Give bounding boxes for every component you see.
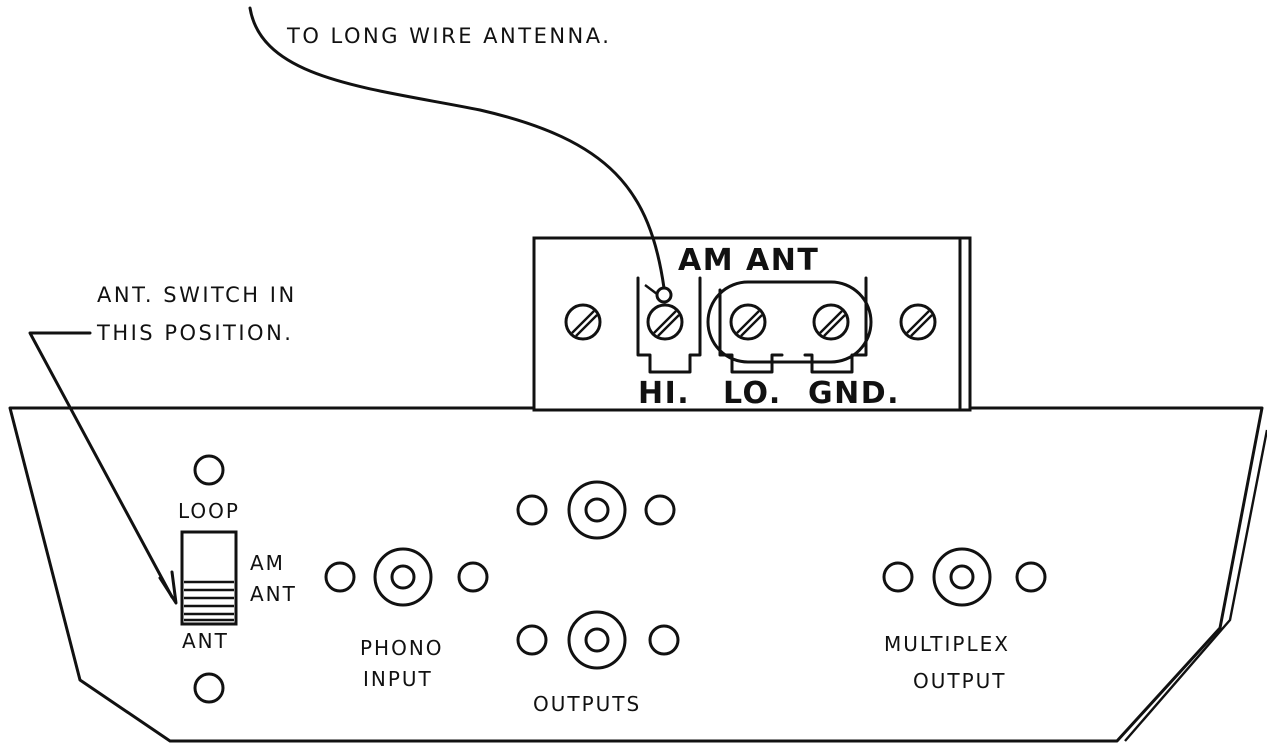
mounting-screw-right xyxy=(899,303,937,341)
multiplex-screw-right xyxy=(1015,561,1047,593)
antenna-lead-wire xyxy=(248,6,666,290)
switch-label-loop: LOOP xyxy=(178,499,240,523)
antenna-selector-switch[interactable] xyxy=(180,530,238,626)
switch-callout-arrowhead xyxy=(158,570,178,605)
switch-instruction-line2: THIS POSITION. xyxy=(96,321,293,345)
switch-screw-top xyxy=(193,454,225,486)
phono-label-line1: PHONO xyxy=(360,636,444,660)
terminal-lug-hi xyxy=(636,276,702,374)
multiplex-screw-left xyxy=(882,561,914,593)
jumper-link xyxy=(706,280,873,364)
terminal-lug-lo xyxy=(718,288,784,374)
switch-screw-bottom xyxy=(193,672,225,704)
switch-callout-leader xyxy=(28,331,174,599)
switch-instruction-line1: ANT. SWITCH IN xyxy=(97,283,297,307)
mounting-screw-left xyxy=(564,303,602,341)
chassis-panel xyxy=(8,406,1264,743)
antenna-wire-label: TO LONG WIRE ANTENNA. xyxy=(286,24,611,48)
switch-label-ant-right: ANT xyxy=(250,582,297,606)
terminal-strip-title: AM ANT xyxy=(678,243,819,278)
multiplex-output-jack[interactable] xyxy=(932,547,992,607)
multiplex-label-line2: OUTPUT xyxy=(913,669,1007,693)
output-lower-screw-left xyxy=(516,624,548,656)
terminal-lug-gnd xyxy=(803,276,868,374)
output-jack-upper[interactable] xyxy=(567,480,627,540)
output-upper-screw-right xyxy=(644,494,676,526)
terminal-label-gnd: GND. xyxy=(808,376,900,411)
phono-screw-right xyxy=(457,561,489,593)
output-lower-screw-right xyxy=(648,624,680,656)
terminal-label-lo: LO. xyxy=(723,376,782,411)
multiplex-label-line1: MULTIPLEX xyxy=(884,632,1010,656)
output-upper-screw-left xyxy=(516,494,548,526)
phono-screw-left xyxy=(324,561,356,593)
chassis-side-edge xyxy=(1124,429,1267,742)
phono-label-line2: INPUT xyxy=(363,667,433,691)
switch-slider-position xyxy=(184,580,234,622)
phono-input-jack[interactable] xyxy=(373,547,433,607)
terminal-label-hi: HI. xyxy=(638,376,690,411)
switch-label-am: AM xyxy=(250,551,285,575)
switch-label-ant-bottom: ANT xyxy=(182,629,229,653)
output-jack-lower[interactable] xyxy=(567,610,627,670)
outputs-label: OUTPUTS xyxy=(533,692,641,716)
